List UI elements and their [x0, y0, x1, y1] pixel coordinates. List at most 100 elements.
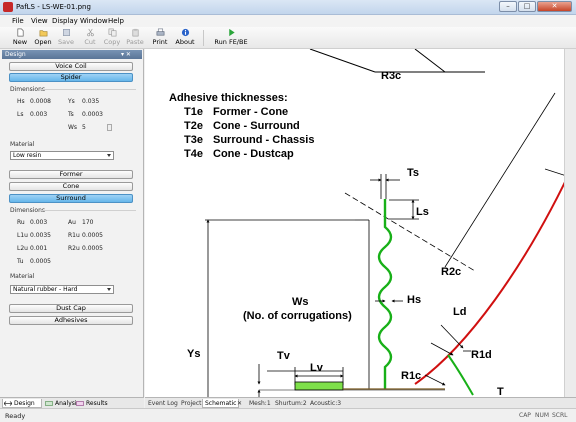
play-icon [228, 28, 235, 37]
printer-icon [156, 28, 164, 36]
field-value[interactable]: 170 [82, 219, 94, 226]
field-label: L1u [17, 232, 28, 239]
field-value[interactable]: 0.0005 [82, 232, 103, 239]
surround-material-value: Natural rubber - Hard [13, 286, 78, 293]
field-value[interactable]: 0.0005 [82, 245, 103, 252]
save-button[interactable]: Save [57, 28, 75, 48]
minimize-button[interactable]: – [499, 1, 517, 12]
tab-results-label: Results [86, 400, 108, 407]
field-value[interactable]: 0.003 [30, 219, 48, 226]
divider [40, 210, 136, 211]
menu-window[interactable]: Window [80, 17, 108, 25]
field-value[interactable]: 0.0005 [30, 258, 51, 265]
tab-schematic[interactable]: Schematic [202, 399, 240, 408]
results-icon [76, 401, 84, 406]
app-icon [3, 2, 13, 12]
spider-button[interactable]: Spider [9, 73, 133, 82]
field-value[interactable]: 0.0035 [30, 232, 51, 239]
r3c-label: R3c [381, 70, 401, 82]
field-label: Ru [17, 219, 25, 226]
panel-pin-close-icon[interactable]: ▾ ✕ [121, 51, 131, 58]
vertical-scrollbar[interactable] [564, 49, 576, 397]
field-value[interactable]: 5 [82, 124, 86, 131]
tab-shurtum[interactable]: Shurtum:2 [275, 400, 307, 407]
hs-label: Hs [407, 294, 421, 306]
field-label: Ws [68, 124, 78, 131]
open-button[interactable]: Open [33, 28, 53, 48]
field-label: Tu [17, 258, 24, 265]
menu-file[interactable]: File [12, 17, 24, 25]
surround-button[interactable]: Surround [9, 194, 133, 203]
divider [40, 89, 136, 90]
ws-spinner[interactable] [107, 124, 112, 131]
adhesive-desc: Former - Cone [213, 106, 288, 118]
paste-button[interactable]: Paste [125, 28, 145, 48]
field-label: Ys [68, 98, 75, 105]
tab-analysis[interactable]: Analysis [44, 399, 80, 408]
former-button[interactable]: Former [9, 170, 133, 179]
new-label: New [12, 38, 28, 46]
tab-mesh[interactable]: Mesh:1 [249, 400, 271, 407]
scissors-icon [86, 28, 94, 37]
field-value[interactable]: 0.001 [30, 245, 48, 252]
field-label: Au [68, 219, 76, 226]
ld-arrow [430, 342, 454, 356]
t4-label: T [497, 386, 504, 397]
adhesive-code: T3e [184, 134, 203, 146]
scrl-indicator: SCRL [552, 412, 568, 419]
r3c-radius [414, 49, 446, 73]
r3c-leader [309, 49, 376, 73]
schematic-canvas[interactable]: R3c Adhesive thicknesses: T1e Former - C… [145, 49, 576, 397]
r1c-arrow [424, 374, 446, 386]
close-tab-icon[interactable]: ✕ [237, 400, 243, 407]
cut-button[interactable]: Cut [82, 28, 98, 48]
field-label: Ts [68, 111, 74, 118]
cone-button[interactable]: Cone [9, 182, 133, 191]
adhesives-button[interactable]: Adhesives [9, 316, 133, 325]
close-button[interactable]: ✕ [537, 1, 572, 12]
info-icon [181, 28, 189, 37]
about-label: About [175, 38, 195, 46]
field-value[interactable]: 0.0003 [82, 111, 103, 118]
spider-material-select[interactable]: Low resin [10, 151, 114, 160]
spider-material-value: Low resin [13, 152, 42, 159]
save-icon [62, 29, 70, 36]
print-button[interactable]: Print [151, 28, 169, 48]
status-bar: Ready CAP NUM SCRL [0, 408, 576, 422]
run-button[interactable]: Run FE/BE [211, 28, 251, 48]
about-button[interactable]: About [174, 28, 196, 48]
r1c-label: R1c [401, 370, 421, 382]
cone-axis-dashed [344, 192, 476, 272]
ls-label: Ls [416, 206, 429, 218]
dust-cap-button[interactable]: Dust Cap [9, 304, 133, 313]
tab-project[interactable]: Project [181, 400, 202, 407]
adhesive-desc: Surround - Chassis [213, 134, 314, 146]
voice-coil-button[interactable]: Voice Coil [9, 62, 133, 71]
window-title: PafLS - LS-WE-01.png [16, 3, 91, 11]
field-label: L2u [17, 245, 28, 252]
copy-button[interactable]: Copy [102, 28, 122, 48]
toolbar-separator [203, 30, 204, 46]
folder-icon [39, 30, 47, 37]
ys-label: Ys [187, 348, 200, 360]
tab-design-label: Design [14, 400, 35, 407]
num-indicator: NUM [535, 412, 550, 419]
new-button[interactable]: New [10, 28, 30, 48]
field-value[interactable]: 0.0008 [30, 98, 51, 105]
tab-acoustic[interactable]: Acoustic:3 [310, 400, 342, 407]
menu-display[interactable]: Display [52, 17, 78, 25]
tab-design[interactable]: Design [2, 399, 42, 408]
menu-view[interactable]: View [31, 17, 48, 25]
field-value[interactable]: 0.035 [82, 98, 100, 105]
ts-label: Ts [407, 167, 419, 179]
menu-help[interactable]: Help [108, 17, 124, 25]
toolbar: New Open Save Cut Copy Paste Print About… [0, 27, 576, 49]
maximize-button[interactable]: □ [518, 1, 536, 12]
surround-material-select[interactable]: Natural rubber - Hard [10, 285, 114, 294]
field-value[interactable]: 0.003 [30, 111, 48, 118]
panel-title-bar: Design ▾ ✕ [2, 50, 142, 59]
tab-results[interactable]: Results [75, 399, 111, 408]
r2c-radius [444, 92, 556, 268]
tab-event-log[interactable]: Event Log [148, 400, 178, 407]
adhesive-heading: Adhesive thicknesses: [169, 92, 288, 104]
